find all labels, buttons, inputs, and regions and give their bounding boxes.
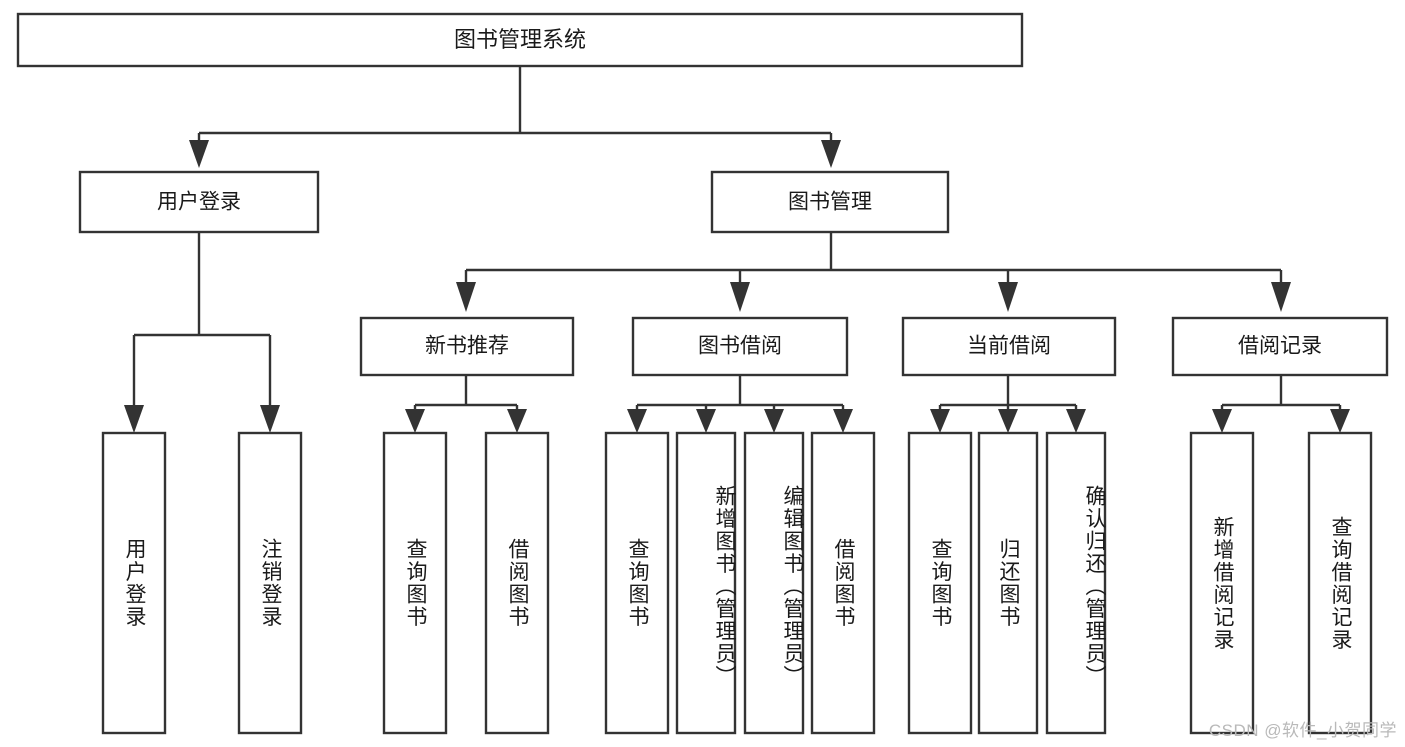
arrow-head-leaf-user-login (124, 405, 144, 433)
arrow-head-leaf-br-add (1212, 409, 1232, 433)
arrow-head-new-book-recommend (456, 282, 476, 312)
arrow-head-leaf-logout (260, 405, 280, 433)
node-borrow-record-label: 借阅记录 (1238, 335, 1322, 358)
node-root-system[interactable] (16, 12, 1024, 68)
arrow-head-leaf-cb-confirm (1066, 409, 1086, 433)
node-current-borrow[interactable] (901, 316, 1117, 377)
leaf-box-bb-add-book[interactable] (675, 431, 737, 735)
node-user-login-label: 用户登录 (157, 191, 241, 214)
arrow-head-leaf-newbook-borrow (507, 409, 527, 433)
arrow-head-book-mgmt (821, 140, 841, 168)
arrow-head-leaf-bb-borrow (833, 409, 853, 433)
arrow-head-current-borrow (998, 282, 1018, 312)
arrow-head-leaf-cb-query (930, 409, 950, 433)
arrow-head-user-login (189, 140, 209, 168)
leaf-box-bb-borrow-book[interactable] (810, 431, 876, 735)
connector-layer (124, 66, 1350, 433)
arrow-head-leaf-bb-edit (764, 409, 784, 433)
leaf-box-user-login[interactable] (101, 431, 167, 735)
leaf-box-bb-query-book[interactable] (604, 431, 670, 735)
leaf-box-nbr-query-book[interactable] (382, 431, 448, 735)
node-root-system-label: 图书管理系统 (454, 27, 586, 52)
csdn-watermark: CSDN @软件_小贺同学 (1208, 721, 1397, 740)
leaf-box-br-add-record[interactable] (1189, 431, 1255, 735)
node-current-borrow-label: 当前借阅 (967, 335, 1051, 358)
leaf-box-nbr-borrow-book[interactable] (484, 431, 550, 735)
node-book-borrow[interactable] (631, 316, 849, 377)
arrow-head-leaf-bb-add (696, 409, 716, 433)
node-new-book-recommend-label: 新书推荐 (425, 335, 509, 358)
leaf-box-cb-confirm-return[interactable] (1045, 431, 1107, 735)
node-new-book-recommend[interactable] (359, 316, 575, 377)
arrow-head-leaf-newbook-query (405, 409, 425, 433)
node-user-login[interactable] (78, 170, 320, 234)
arrow-head-borrow-record (1271, 282, 1291, 312)
leaf-box-br-query-record[interactable] (1307, 431, 1373, 735)
arrow-head-book-borrow (730, 282, 750, 312)
node-book-management-label: 图书管理 (788, 191, 872, 214)
leaf-box-cb-return-book[interactable] (977, 431, 1039, 735)
node-borrow-record[interactable] (1171, 316, 1389, 377)
node-book-borrow-label: 图书借阅 (698, 335, 782, 358)
arrow-head-leaf-br-query (1330, 409, 1350, 433)
leaf-box-logout[interactable] (237, 431, 303, 735)
leaf-box-cb-query-book[interactable] (907, 431, 973, 735)
node-book-management[interactable] (710, 170, 950, 234)
arrow-head-leaf-cb-return (998, 409, 1018, 433)
node-layer: 图书管理系统 用户登录 图书管理 新书推荐 图书借阅 当前借阅 借阅记录 (16, 12, 1389, 735)
arrow-head-leaf-bb-query (627, 409, 647, 433)
leaf-box-bb-edit-book[interactable] (743, 431, 805, 735)
